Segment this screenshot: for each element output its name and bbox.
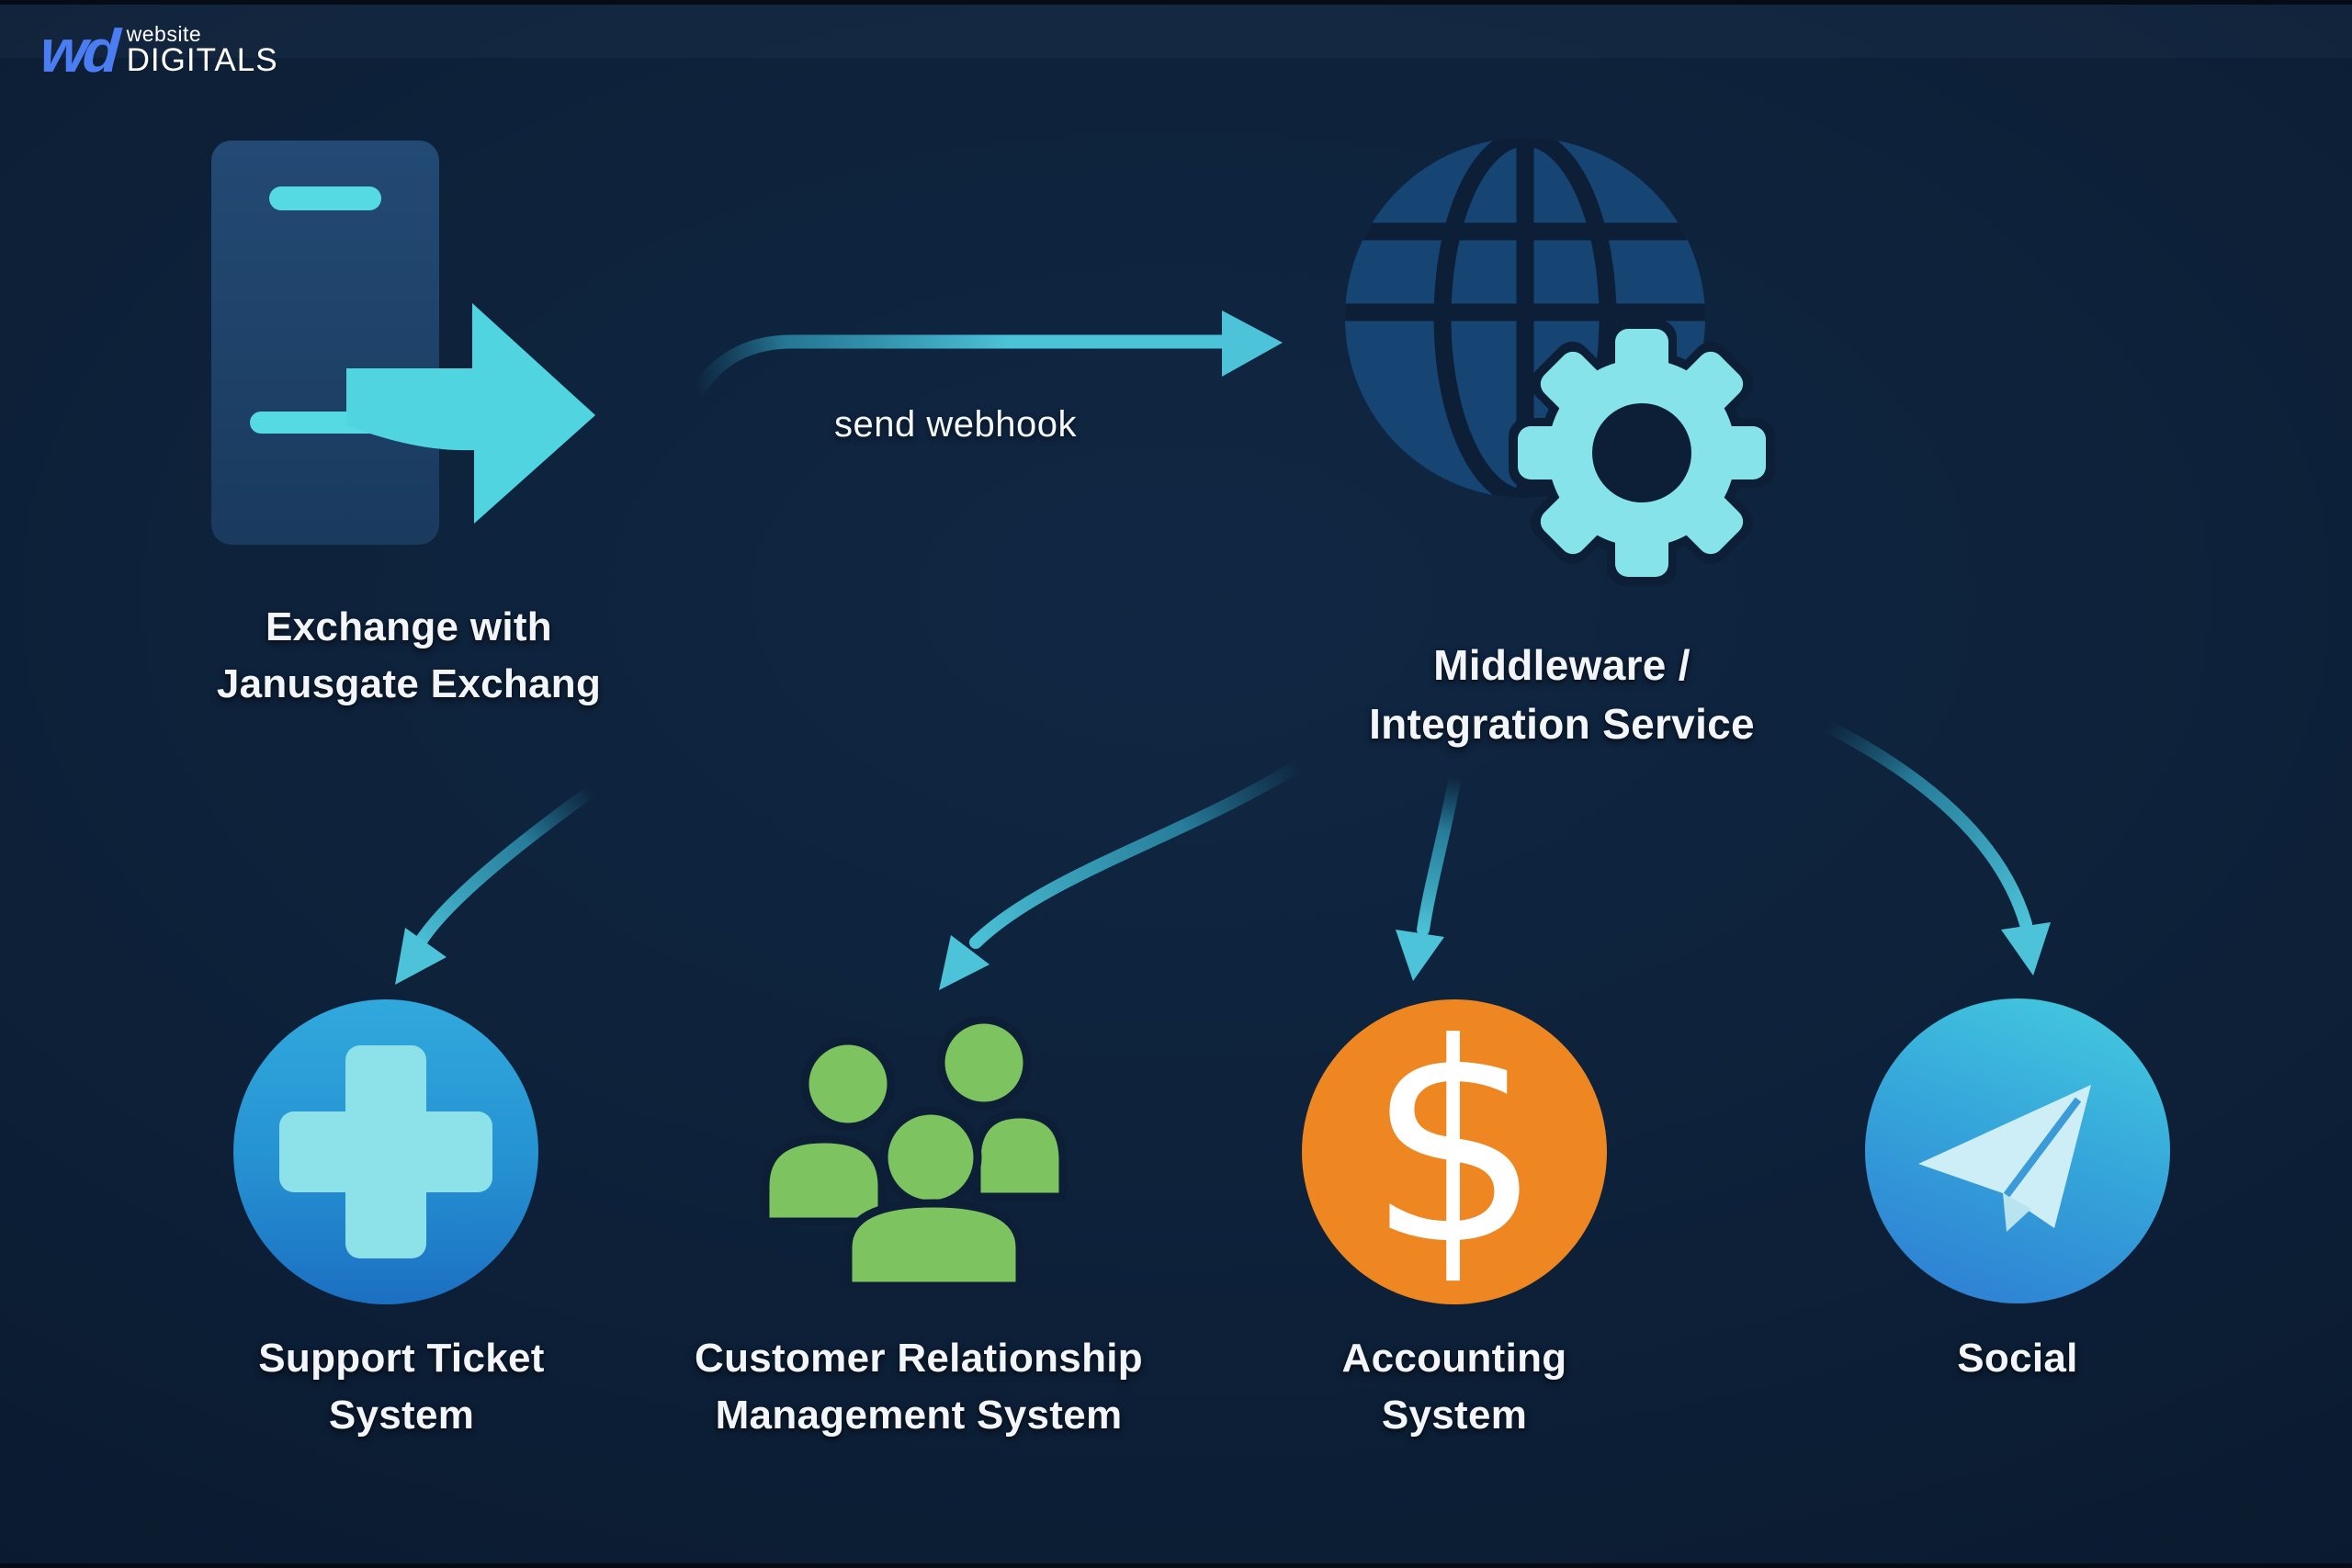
arrow-to-support	[395, 784, 599, 985]
crm-label-line1: Customer Relationship	[695, 1336, 1143, 1381]
source-label: Exchange with Janusgate Exchang	[106, 599, 712, 712]
phone-export-icon	[211, 141, 595, 545]
webhook-label: send webhook	[834, 404, 1077, 445]
social-label: Social	[1742, 1330, 2293, 1387]
accounting-label-line1: Accounting	[1341, 1336, 1567, 1381]
globe-gear-icon	[1345, 138, 1775, 586]
social-label-line1: Social	[1957, 1336, 2078, 1381]
source-label-line2: Janusgate Exchang	[216, 660, 602, 706]
top-band	[0, 5, 2352, 58]
brand-name-top: website	[126, 21, 202, 46]
top-edge	[0, 0, 2352, 5]
support-label-line2: System	[328, 1392, 475, 1438]
accounting-label: Accounting System	[1179, 1330, 1730, 1443]
arrow-to-accounting	[1396, 770, 1462, 981]
arrow-to-social	[1820, 719, 2051, 976]
telegram-plane-icon	[1918, 1085, 2091, 1232]
middleware-label: Middleware / Integration Service	[1268, 636, 1856, 754]
accounting-label-line2: System	[1381, 1392, 1528, 1438]
brand-name-bottom: DIGITALS	[126, 42, 278, 79]
brand-logo: wd website DIGITALS	[38, 17, 278, 85]
source-label-line1: Exchange with	[266, 604, 552, 649]
medical-cross-icon	[279, 1045, 492, 1258]
wd-logo-icon: wd	[38, 17, 119, 85]
support-label-line1: Support Ticket	[258, 1336, 545, 1381]
crm-label-line2: Management System	[715, 1392, 1123, 1438]
arrow-to-crm	[939, 758, 1306, 990]
people-group-icon	[761, 1015, 1068, 1291]
support-ticket-node	[233, 999, 538, 1304]
middleware-label-line2: Integration Service	[1369, 700, 1755, 749]
dollar-icon: $	[1366, 985, 1543, 1305]
support-label: Support Ticket System	[126, 1330, 677, 1443]
gear-icon	[1509, 320, 1775, 586]
bottom-edge	[0, 1563, 2352, 1568]
middleware-label-line1: Middleware /	[1433, 641, 1690, 689]
webhook-arrow	[689, 310, 1283, 400]
accounting-node: $	[1302, 999, 1607, 1304]
crm-label: Customer Relationship Management System	[643, 1330, 1194, 1443]
